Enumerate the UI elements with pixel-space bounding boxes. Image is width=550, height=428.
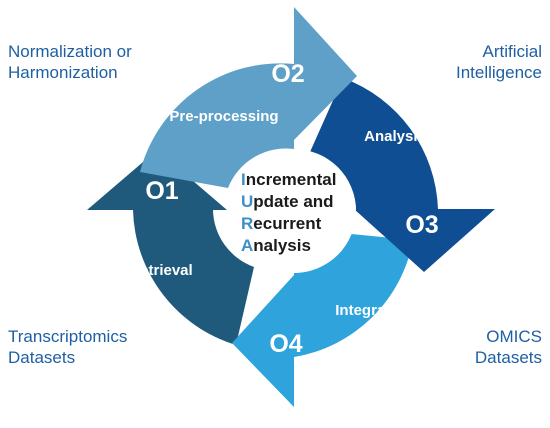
label-omics-datasets: OMICS Datasets <box>475 326 542 368</box>
label-artificial-intelligence: Artificial Intelligence <box>456 41 542 83</box>
step-label-integration: Integration <box>335 302 413 319</box>
label-line: Transcriptomics <box>8 327 128 346</box>
step-label-preprocessing: Pre-processing <box>169 108 278 125</box>
label-line: Datasets <box>8 348 76 367</box>
center-line-4: Analysis <box>241 236 311 255</box>
step-label-retrieval: Retrieval <box>129 262 192 279</box>
label-line: Artificial <box>482 42 542 61</box>
step-label-analysis: Analysis <box>364 128 426 145</box>
center-line-1: Incremental <box>241 170 336 189</box>
label-transcriptomics-datasets: Transcriptomics Datasets <box>8 326 127 368</box>
segment-o1-retrieval <box>87 150 254 345</box>
step-number-o3: O3 <box>405 211 438 239</box>
step-number-o2: O2 <box>271 60 304 88</box>
step-number-o1: O1 <box>145 177 178 205</box>
label-line: Normalization or <box>8 42 132 61</box>
step-number-o4: O4 <box>269 330 302 358</box>
center-line-2: Update and <box>241 192 334 211</box>
label-line: OMICS <box>486 327 542 346</box>
label-line: Harmonization <box>8 63 118 82</box>
center-circle <box>232 149 356 273</box>
center-line-3: Recurrent <box>241 214 322 233</box>
label-normalization-harmonization: Normalization or Harmonization <box>8 41 132 83</box>
center-text: Incremental Update and Recurrent Analysi… <box>241 170 336 255</box>
segment-o3-analysis <box>310 78 495 272</box>
segment-o2-preprocessing <box>140 7 357 188</box>
label-line: Datasets <box>474 348 542 367</box>
label-line: Intelligence <box>455 63 542 82</box>
segment-o4-integration <box>232 234 413 407</box>
